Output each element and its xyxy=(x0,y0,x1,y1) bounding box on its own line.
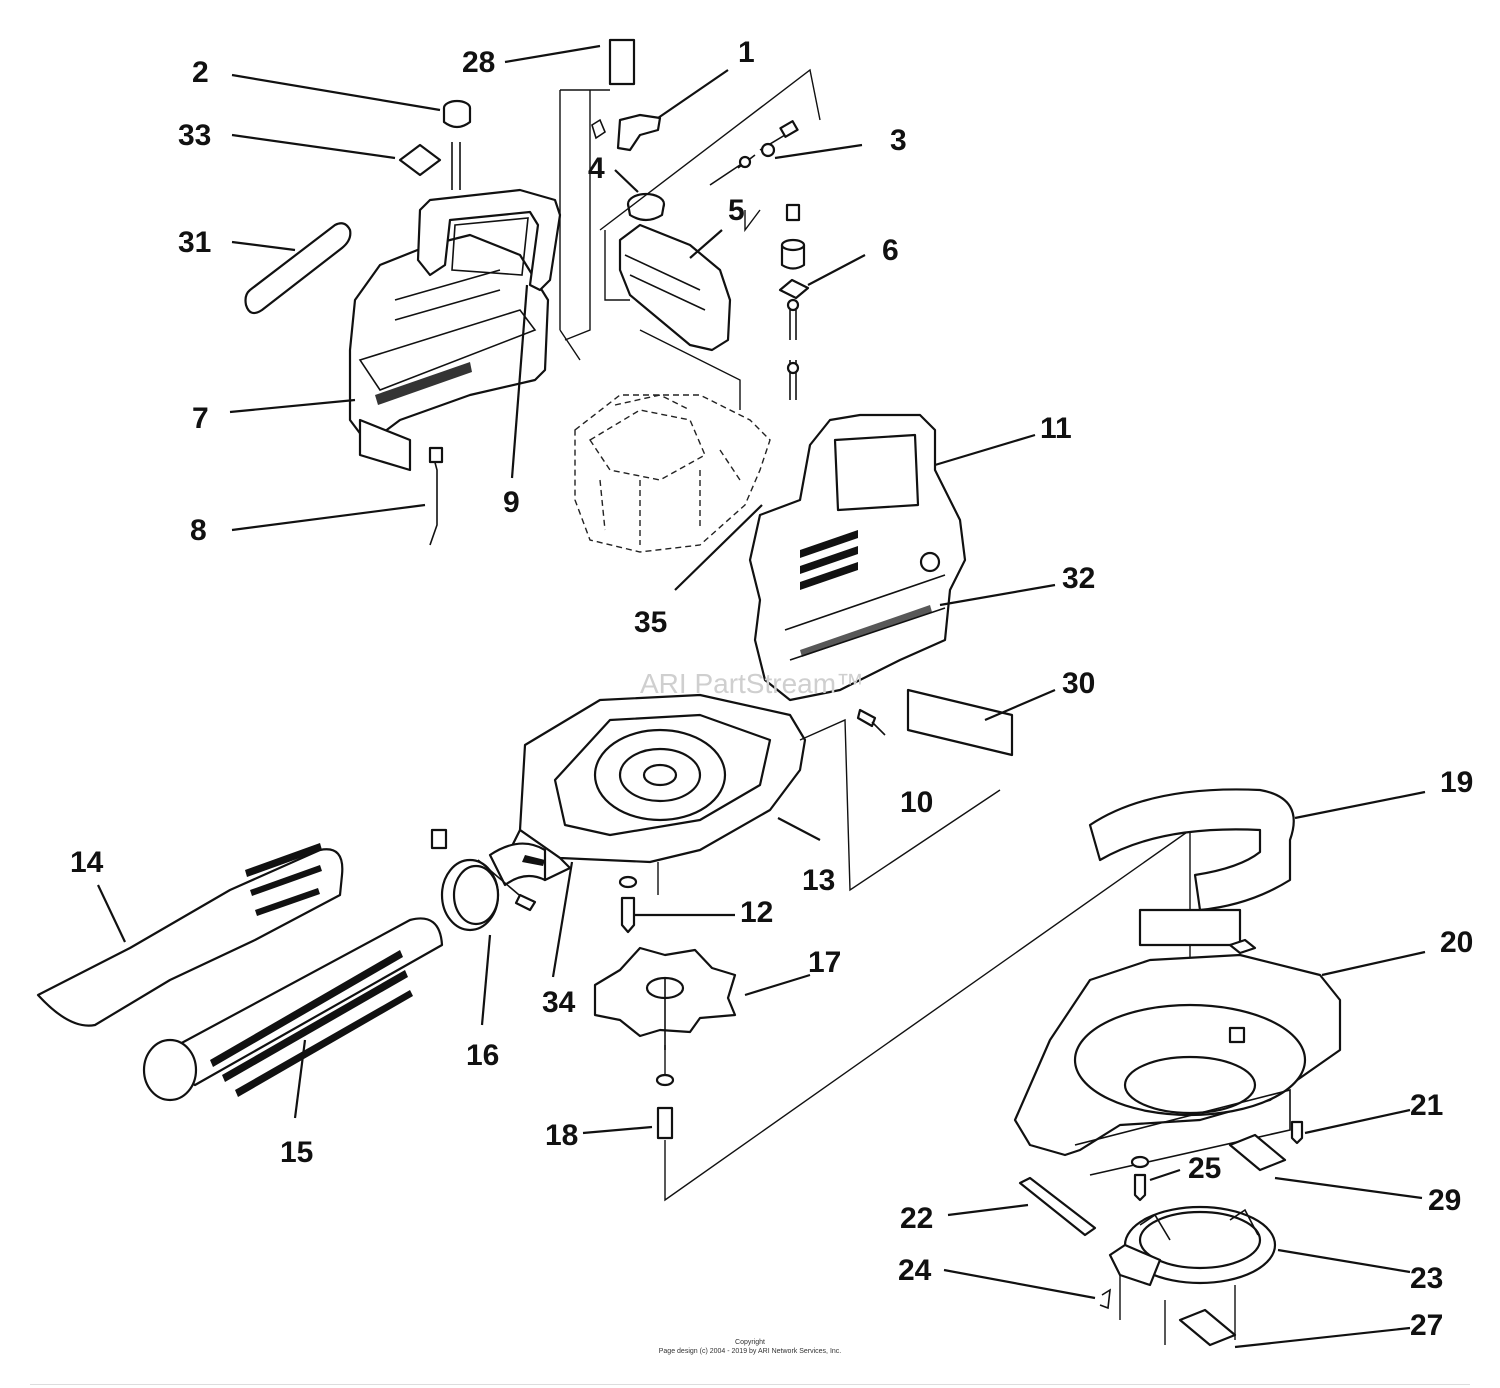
callout-3: 3 xyxy=(890,124,907,157)
part-31-grip-pad[interactable] xyxy=(244,222,352,315)
part-19-band[interactable] xyxy=(1088,788,1295,947)
callout-9: 9 xyxy=(503,486,520,519)
bottom-divider xyxy=(30,1384,1470,1385)
callout-21: 21 xyxy=(1410,1089,1443,1122)
part-24-clip[interactable] xyxy=(1099,1288,1111,1310)
callout-13: 13 xyxy=(802,864,835,897)
part-25-screw[interactable] xyxy=(1130,1155,1150,1202)
part-15-blower-tube[interactable] xyxy=(142,917,444,1102)
callout-14: 14 xyxy=(70,846,104,879)
callout-10: 10 xyxy=(900,786,933,819)
part-17-impeller[interactable] xyxy=(593,946,737,1050)
callout-17: 17 xyxy=(808,946,841,979)
callout-19: 19 xyxy=(1440,766,1473,799)
part-21-screw[interactable] xyxy=(1290,1120,1304,1145)
callout-12: 12 xyxy=(740,896,773,929)
callout-8: 8 xyxy=(190,514,207,547)
part-23-collar[interactable] xyxy=(1108,1205,1277,1287)
callout-28: 28 xyxy=(462,46,495,79)
part-1-lever[interactable] xyxy=(591,113,662,152)
callout-labels: 1 2 28 33 3 4 5 31 6 7 11 9 8 32 35 30 1… xyxy=(70,36,1473,1342)
part-30-decal[interactable] xyxy=(906,688,1014,757)
watermark: ARI PartStream™ xyxy=(640,668,865,699)
part-22-pin[interactable] xyxy=(1018,1176,1097,1237)
part-2-knob[interactable] xyxy=(442,99,472,190)
callout-2: 2 xyxy=(192,56,209,89)
callout-18: 18 xyxy=(545,1119,578,1152)
part-3-screws[interactable] xyxy=(709,120,799,186)
callout-24: 24 xyxy=(898,1254,932,1287)
callout-1: 1 xyxy=(738,36,755,69)
part-33-decal[interactable] xyxy=(398,143,442,177)
copyright-footer: Copyright Page design (c) 2004 - 2019 by… xyxy=(0,1338,1500,1356)
page-design-line: Page design (c) 2004 - 2019 by ARI Netwo… xyxy=(658,1348,842,1355)
callout-15: 15 xyxy=(280,1136,313,1169)
callout-20: 20 xyxy=(1440,926,1473,959)
callout-6: 6 xyxy=(882,234,899,267)
callout-29: 29 xyxy=(1428,1184,1461,1217)
part-14-nozzle[interactable] xyxy=(36,843,344,1027)
callout-30: 30 xyxy=(1062,667,1095,700)
callout-31: 31 xyxy=(178,226,211,259)
part-20-base-housing[interactable] xyxy=(1013,938,1342,1176)
part-11-front-housing[interactable] xyxy=(748,413,967,702)
part-rear-housing[interactable] xyxy=(348,233,550,472)
part-28-decal[interactable] xyxy=(608,38,636,86)
callout-16: 16 xyxy=(466,1039,499,1072)
callout-7: 7 xyxy=(192,402,209,435)
callout-33: 33 xyxy=(178,119,211,152)
part-10-screw[interactable] xyxy=(856,708,886,736)
callout-25: 25 xyxy=(1188,1152,1221,1185)
part-29-decal[interactable] xyxy=(1228,1133,1287,1172)
copyright-line: Copyright xyxy=(735,1339,765,1346)
callout-5: 5 xyxy=(728,194,745,227)
part-13-fan-housing[interactable] xyxy=(488,693,807,887)
part-8-cable[interactable] xyxy=(428,446,444,546)
part-6-mount[interactable] xyxy=(778,203,810,400)
leader-lines xyxy=(97,44,1426,1349)
callout-22: 22 xyxy=(900,1202,933,1235)
callout-27: 27 xyxy=(1410,1309,1443,1342)
part-12-bolt[interactable] xyxy=(618,875,638,934)
callout-11: 11 xyxy=(1040,412,1072,445)
callout-35: 35 xyxy=(634,606,667,639)
part-16-clamp[interactable] xyxy=(430,828,537,932)
callout-23: 23 xyxy=(1410,1262,1443,1295)
part-18-nut[interactable] xyxy=(655,1073,675,1140)
part-handle-upper[interactable] xyxy=(416,188,562,292)
part-4-cap[interactable] xyxy=(626,192,666,222)
callout-4: 4 xyxy=(588,152,605,185)
engine-outline xyxy=(574,394,771,553)
part-5-tank[interactable] xyxy=(618,223,732,352)
callout-32: 32 xyxy=(1062,562,1095,595)
callout-34: 34 xyxy=(542,986,576,1019)
